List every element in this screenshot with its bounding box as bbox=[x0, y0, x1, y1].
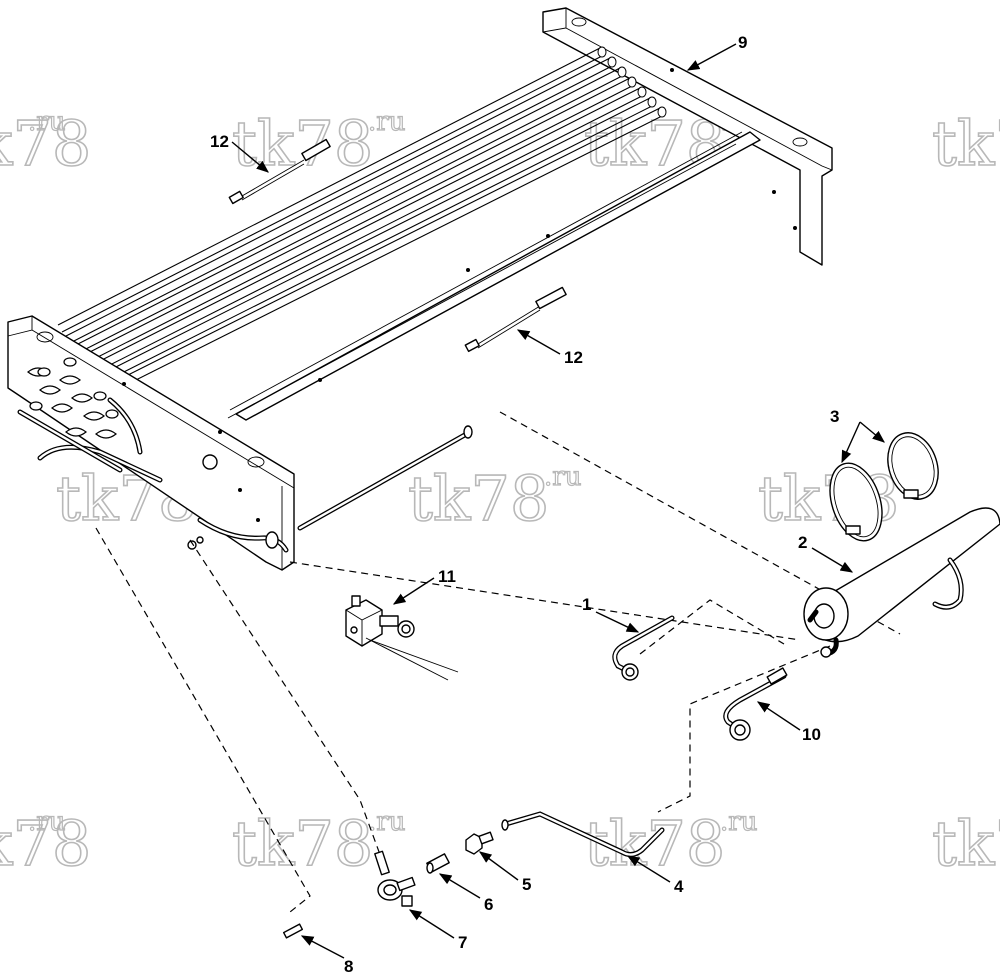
watermark-text: tk78 bbox=[232, 107, 373, 180]
watermark-suffix: .ru bbox=[28, 107, 65, 137]
callout-1: 1 bbox=[582, 595, 591, 614]
expansion-valve bbox=[345, 595, 459, 681]
sensor-probe-part-8 bbox=[282, 923, 304, 939]
evaporator-coil-assembly bbox=[7, 7, 833, 571]
tube-part-1 bbox=[612, 615, 675, 681]
fitting-nut-part-5 bbox=[465, 831, 494, 855]
watermark-text: tk78 bbox=[0, 807, 91, 880]
callout-12-upper: 12 bbox=[210, 132, 229, 151]
callout-7: 7 bbox=[458, 933, 467, 952]
leader-lines bbox=[231, 43, 885, 959]
watermark-suffix: .ru bbox=[28, 807, 65, 837]
callout-5: 5 bbox=[522, 875, 531, 894]
temperature-sensor-lower bbox=[464, 286, 567, 353]
callout-9: 9 bbox=[738, 33, 747, 52]
callout-2: 2 bbox=[798, 533, 807, 552]
service-valve-part-7 bbox=[374, 850, 416, 907]
watermark: tk78 .ru bbox=[231, 806, 406, 881]
hose-clamps bbox=[829, 432, 939, 542]
watermark: tk78 .ru bbox=[0, 806, 92, 881]
watermark-suffix: .ru bbox=[368, 107, 405, 137]
watermark-text: tk78 bbox=[0, 107, 91, 180]
watermark-suffix: .ru bbox=[544, 462, 581, 492]
callout-3: 3 bbox=[830, 407, 839, 426]
connection-lines bbox=[95, 411, 901, 913]
callout-4: 4 bbox=[674, 877, 684, 896]
watermark-text: tk78 bbox=[408, 462, 549, 535]
watermark-text: tk78 bbox=[932, 807, 1000, 880]
fitting-sleeve-part-6 bbox=[426, 853, 450, 874]
coil-tubes bbox=[57, 47, 665, 394]
coil-lower-rail bbox=[235, 131, 761, 421]
callout-12-lower: 12 bbox=[564, 348, 583, 367]
callout-6: 6 bbox=[484, 895, 493, 914]
watermark-text: tk78 bbox=[232, 807, 373, 880]
temperature-sensor-upper bbox=[228, 138, 331, 205]
tube-part-4 bbox=[501, 811, 665, 858]
watermark-text: tk78 bbox=[932, 107, 1000, 180]
coil-return-bends bbox=[27, 357, 119, 439]
watermark-suffix: .ru bbox=[720, 807, 757, 837]
watermark: tk78 .ru bbox=[583, 806, 758, 881]
callout-11: 11 bbox=[438, 567, 456, 586]
callout-10: 10 bbox=[802, 725, 821, 744]
watermark: tk78 .ru bbox=[231, 106, 406, 181]
callout-labels: 9 12 12 3 2 11 1 10 4 5 6 7 8 bbox=[210, 33, 839, 976]
watermark: tk78 .ru bbox=[407, 461, 582, 536]
coil-right-end-plate bbox=[542, 7, 833, 266]
tube-part-10 bbox=[723, 667, 788, 741]
watermark: tk78 .ru bbox=[0, 106, 92, 181]
callout-8: 8 bbox=[344, 957, 353, 976]
watermark-suffix: .ru bbox=[368, 807, 405, 837]
heat-exchanger-tank bbox=[803, 507, 1000, 658]
watermark: tk78 bbox=[931, 106, 1000, 181]
watermark: tk78 bbox=[931, 806, 1000, 881]
